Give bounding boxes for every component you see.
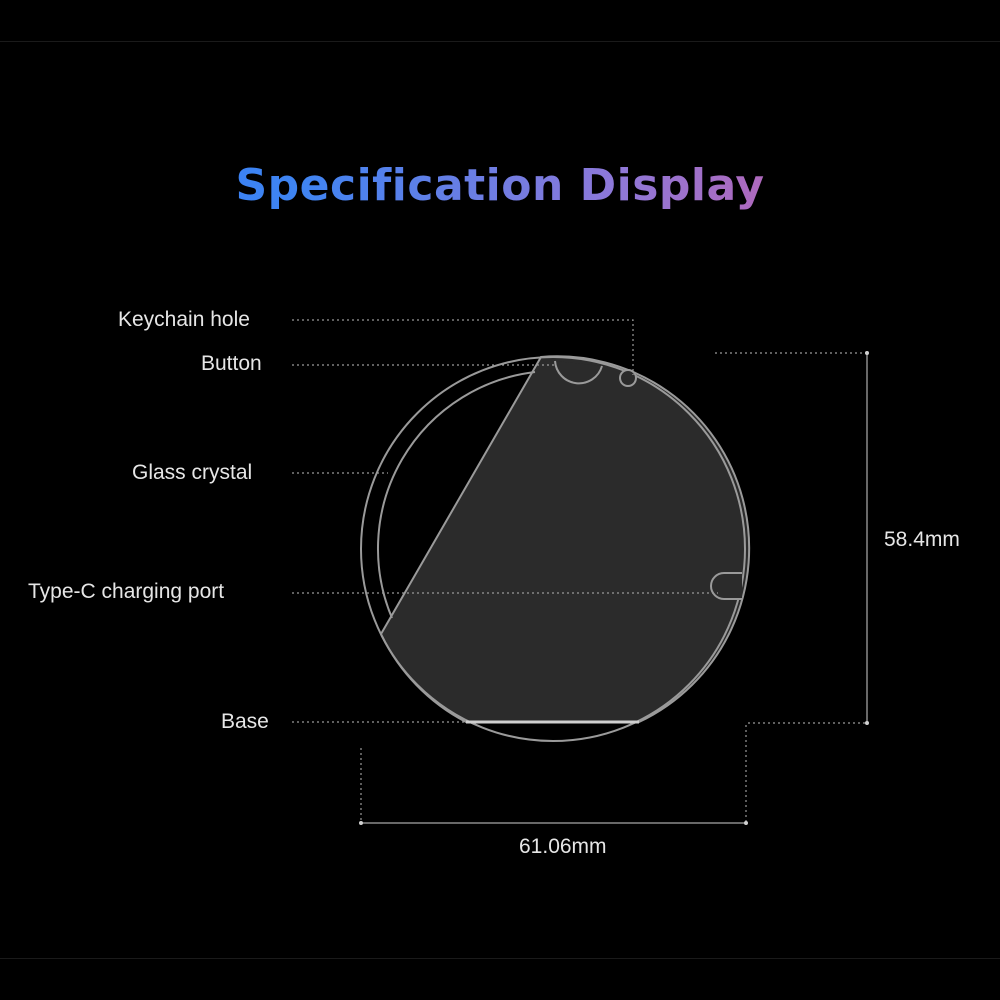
- device-body: [379, 355, 751, 723]
- height-dimension-value: 58.4mm: [884, 528, 960, 551]
- width-left-dot: [359, 821, 363, 825]
- top-divider: [0, 41, 1000, 42]
- label-base: Base: [221, 710, 269, 733]
- height-top-dot: [865, 351, 869, 355]
- label-charging-port: Type-C charging port: [28, 580, 225, 603]
- glass-crystal-arc: [377, 371, 536, 619]
- width-dimension-value: 61.06mm: [519, 835, 607, 858]
- device-outline: [360, 356, 746, 742]
- label-button: Button: [201, 352, 262, 375]
- label-glass-crystal: Glass crystal: [132, 461, 253, 484]
- height-bottom-dot: [865, 721, 869, 725]
- label-keychain-hole: Keychain hole: [118, 308, 250, 331]
- keychain-leader: [292, 319, 634, 375]
- width-right-dot: [744, 821, 748, 825]
- button-notch: [554, 360, 603, 385]
- page-title: Specification Display: [0, 160, 1000, 211]
- type-c-port: [710, 572, 742, 600]
- keychain-hole: [619, 369, 637, 387]
- bottom-divider: [0, 958, 1000, 959]
